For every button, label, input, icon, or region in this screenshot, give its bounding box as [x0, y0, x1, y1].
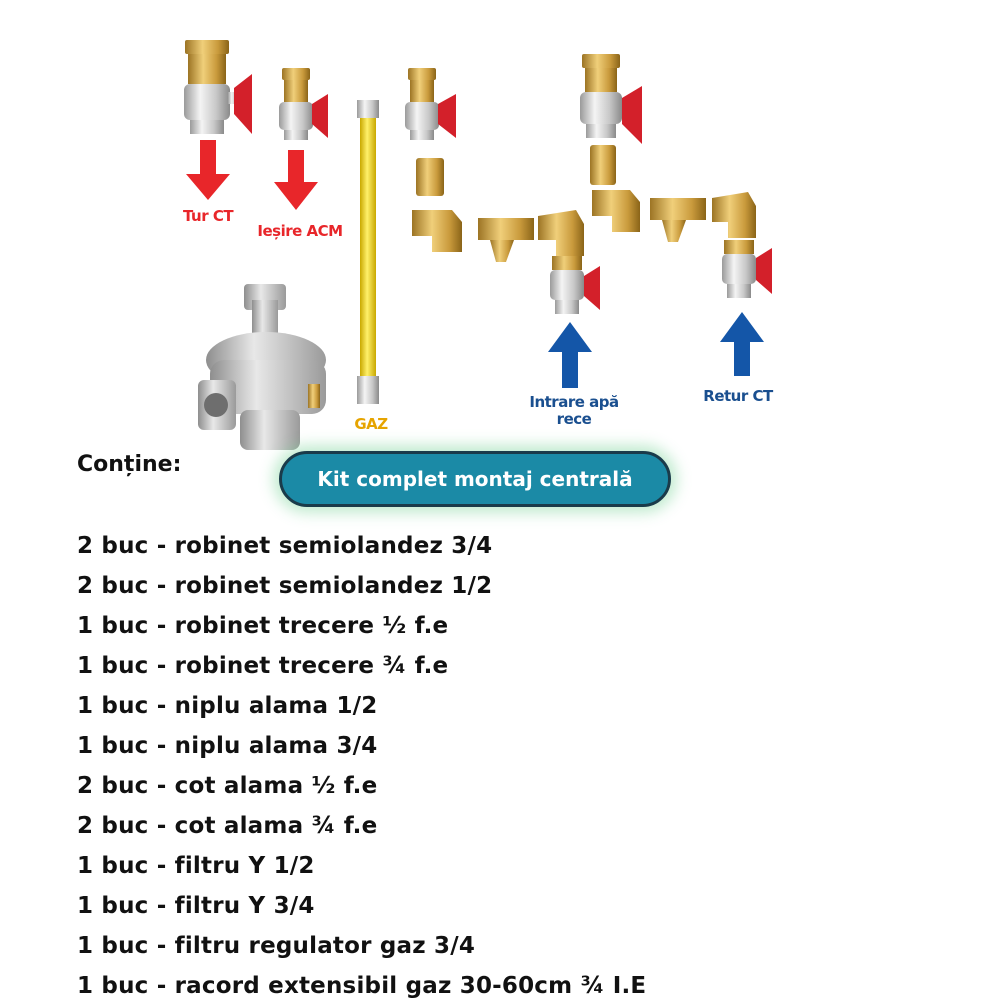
brass-elbow-left-2	[538, 210, 584, 256]
ball-valve-middle	[405, 68, 456, 140]
list-item: 2 buc - cot alama ¾ f.e	[77, 813, 378, 839]
list-item: 1 buc - racord extensibil gaz 30-60cm ¾ …	[77, 973, 647, 999]
ball-valve-tur-ct	[184, 40, 252, 134]
ball-valve-intrare-apa-rece	[550, 256, 600, 314]
list-item: 1 buc - filtru regulator gaz 3/4	[77, 933, 476, 959]
ball-valve-retur-ct	[722, 240, 772, 298]
brass-nipple-right	[590, 145, 616, 185]
list-item: 1 buc - filtru Y 3/4	[77, 893, 315, 919]
arrow-up-retur-ct	[720, 312, 764, 376]
list-item: 1 buc - filtru Y 1/2	[77, 853, 315, 879]
brass-elbow-right-2	[712, 192, 756, 238]
brass-elbow-right-1	[592, 190, 640, 232]
list-item: 2 buc - robinet semiolandez 1/2	[77, 573, 493, 599]
list-item: 1 buc - robinet trecere ¾ f.e	[77, 653, 449, 679]
label-tur-ct: Tur CT	[182, 207, 234, 225]
list-item: 1 buc - niplu alama 3/4	[77, 733, 378, 759]
label-gaz: GAZ	[354, 415, 388, 433]
contents-heading: Conține:	[77, 452, 182, 477]
kit-title-badge: Kit complet montaj centrală	[279, 451, 671, 507]
ball-valve-iesire-acm	[279, 68, 328, 140]
list-item: 1 buc - niplu alama 1/2	[77, 693, 378, 719]
arrow-up-intrare-apa-rece	[548, 322, 592, 388]
label-intrare-apa-rece: Intrare apă rece	[529, 393, 619, 429]
y-filter-left	[478, 218, 534, 262]
list-item: 2 buc - robinet semiolandez 3/4	[77, 533, 493, 559]
gas-flex-hose	[357, 100, 379, 404]
contents-list: 2 buc - robinet semiolandez 3/4 2 buc - …	[77, 526, 646, 1006]
brass-nipple-left	[416, 158, 444, 196]
arrow-down-iesire-acm	[274, 150, 318, 210]
arrow-down-tur-ct	[186, 140, 230, 200]
kit-title-text: Kit complet montaj centrală	[317, 467, 633, 491]
brass-elbow-left-1	[412, 210, 462, 252]
y-filter-right	[650, 198, 706, 242]
ball-valve-right-top	[580, 54, 642, 144]
list-item: 2 buc - cot alama ½ f.e	[77, 773, 378, 799]
label-retur-ct: Retur CT	[703, 387, 774, 405]
label-iesire-acm: Ieșire ACM	[257, 222, 343, 240]
list-item: 1 buc - robinet trecere ½ f.e	[77, 613, 449, 639]
gas-regulator-filter	[198, 284, 326, 450]
product-illustration	[184, 40, 772, 450]
